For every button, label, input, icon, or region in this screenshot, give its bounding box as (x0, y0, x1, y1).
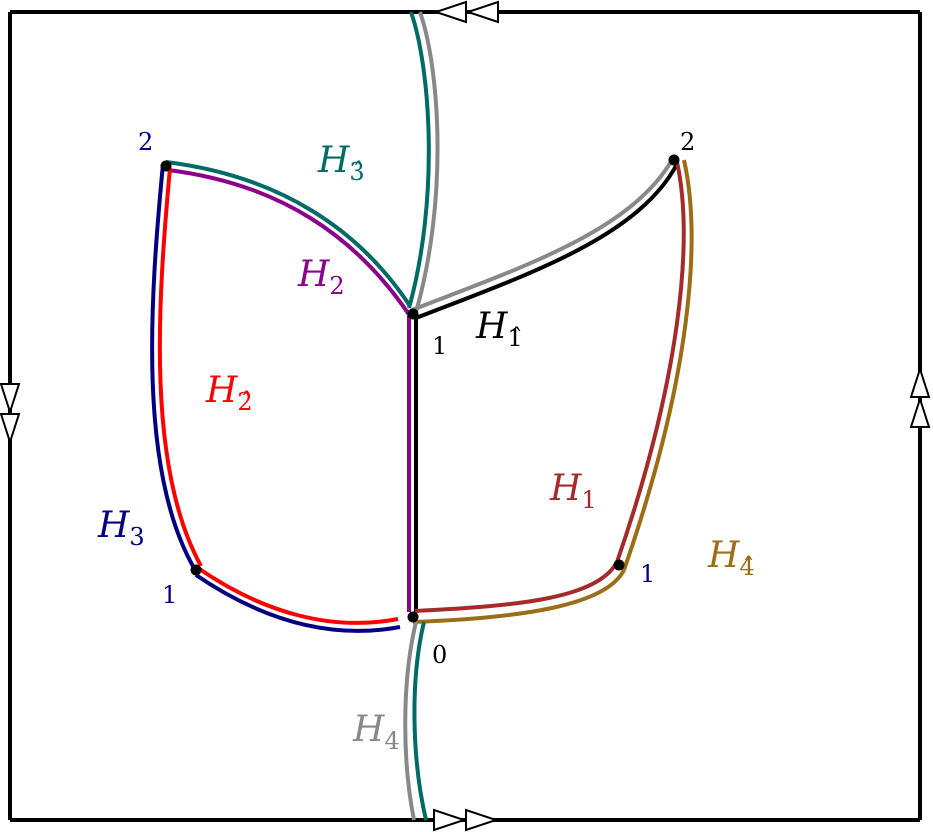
curve-labels: H3̂ H2 H1̂ H2̂ H1 H3 H4̂ H4 (97, 140, 755, 755)
vertex-label-left-top: 2 (138, 128, 153, 156)
bottom-arrow-2 (465, 808, 500, 832)
h-hat3-top-gray (414, 11, 440, 313)
vertex-right-top (668, 154, 680, 166)
label-h1: H1 (549, 468, 597, 514)
vertex-label-right-top: 2 (680, 128, 695, 156)
top-arrow-1 (432, 0, 467, 24)
h-hat3-teal-bottom (412, 621, 428, 821)
vertex-label-right-bottom: 1 (640, 560, 655, 588)
left-arrow-2 (0, 413, 21, 446)
vertex-left-top (160, 160, 172, 172)
h-hat3-left-teal (165, 160, 412, 308)
h-hat3-top-teal (407, 11, 431, 309)
h3-navy-bottom (194, 573, 401, 633)
vertex-labels: 2 2 1 1 1 0 (138, 128, 695, 669)
vertex-center (407, 308, 419, 320)
h4-gray-bottom (403, 621, 418, 821)
right-arrow-1 (909, 365, 931, 398)
vertex-left-bottom (190, 564, 202, 576)
h-hat4-gold-bottom (412, 569, 626, 624)
h1-brick-bottom (414, 560, 619, 613)
vertex-label-center: 1 (432, 332, 447, 360)
vertex-label-bottom-center: 0 (432, 641, 447, 669)
right-arrow-2 (909, 395, 931, 428)
vertices (160, 154, 680, 623)
h1-brick-right (615, 161, 686, 563)
label-h-hat4: H4̂ (707, 535, 755, 581)
h-hat4-gold-right (622, 159, 694, 571)
h3-navy-left (150, 163, 196, 569)
label-h3: H3 (97, 505, 145, 551)
vertex-label-left-bottom: 1 (162, 581, 177, 609)
label-h2: H2 (297, 254, 345, 300)
label-h-hat1: H1̂ (475, 306, 523, 352)
label-h-hat3: H3̂ (317, 140, 365, 186)
label-h-hat2: H2̂ (205, 370, 253, 416)
h-hat1-gray-arc (411, 158, 674, 312)
bottom-arrow-1 (433, 808, 468, 832)
h-hat1-black-arc (415, 163, 679, 320)
label-h4: H4 (352, 709, 400, 755)
curves (150, 11, 694, 821)
vertex-bottom-center (407, 611, 419, 623)
top-arrow-2 (464, 0, 499, 24)
h-hat2-red-left (157, 167, 203, 567)
left-arrow-1 (0, 383, 21, 416)
vertex-right-bottom (613, 559, 625, 571)
h-hat2-red-bottom (196, 566, 399, 625)
h2-purple-upper (167, 168, 412, 318)
